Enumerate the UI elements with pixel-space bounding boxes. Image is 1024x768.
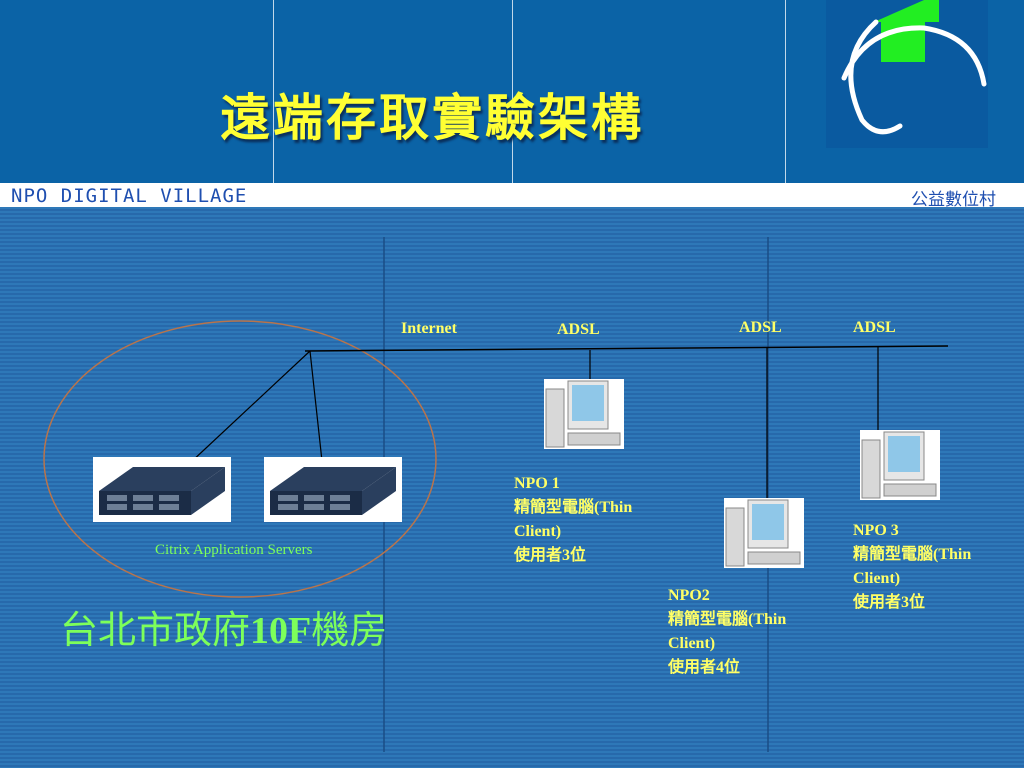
subtitle-band: NPO DIGITAL VILLAGE 公益數位村 <box>0 183 1024 210</box>
npo3-computer <box>860 430 940 500</box>
npo2-label: NPO2 精簡型電腦(Thin Client) 使用者4位 <box>668 587 787 676</box>
backbone-line <box>304 345 949 352</box>
band-left-text: NPO DIGITAL VILLAGE <box>11 185 248 207</box>
slide-title: 遠端存取實驗架構 <box>220 88 644 147</box>
village-logo <box>826 0 988 148</box>
slide-header: 遠端存取實驗架構 <box>0 0 1024 183</box>
server-2 <box>264 457 402 522</box>
servers-label: Citrix Application Servers <box>155 542 313 558</box>
band-right-text: 公益數位村 <box>911 190 996 210</box>
server-room-label: 台北市政府10F機房 <box>60 608 388 652</box>
server-1 <box>93 457 231 522</box>
server-room-ellipse <box>43 320 437 598</box>
npo1-computer <box>544 379 624 449</box>
adsl-label: ADSL <box>853 319 896 336</box>
npo1-label: NPO 1 精簡型電腦(Thin Client) 使用者3位 <box>514 475 633 564</box>
diagram-area: Internet ADSL ADSL ADSL Citrix Applicati… <box>0 207 1024 768</box>
network-diagram <box>43 237 949 752</box>
npo2-computer <box>724 498 804 568</box>
npo3-label: NPO 3 精簡型電腦(Thin Client) 使用者3位 <box>853 522 972 611</box>
adsl-label: ADSL <box>557 321 600 338</box>
header-divider <box>273 0 274 183</box>
server-1-link <box>189 350 311 464</box>
header-divider <box>785 0 786 183</box>
server-2-link <box>309 350 323 462</box>
header-divider <box>512 0 513 183</box>
internet-label: Internet <box>401 320 457 337</box>
adsl-label: ADSL <box>739 319 782 336</box>
